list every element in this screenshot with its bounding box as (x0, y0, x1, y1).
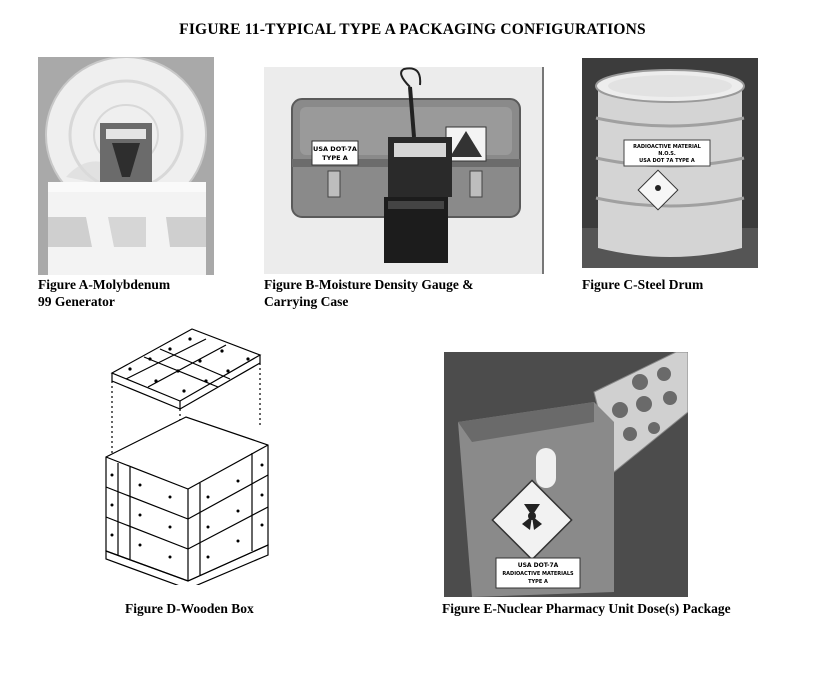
figure-a-caption: Figure A-Molybdenum 99 Generator (38, 276, 170, 310)
figure-b-case-label-line1: USA DOT-7A (313, 145, 357, 153)
figure-b-photo: USA DOT-7A TYPE A (264, 67, 544, 274)
figure-c-drum-label-line2: N.O.S. (658, 151, 676, 157)
figure-a-caption-line1: Figure A-Molybdenum (38, 277, 171, 292)
figure-b-caption-line2: Carrying Case (264, 294, 349, 309)
figure-a-photo (38, 57, 214, 275)
figure-c-caption: Figure C-Steel Drum (582, 277, 704, 292)
figure-a-caption-line2: 99 Generator (38, 294, 115, 309)
figure-e-box-label-line2: RADIOACTIVE MATERIALS (502, 571, 574, 577)
figure-c-photo: RADIOACTIVE MATERIAL N.O.S. USA DOT 7A T… (582, 58, 758, 268)
figure-b-caption-line1: Figure B-Moisture Density Gauge & (264, 277, 474, 292)
figure-b-case-label-line2: TYPE A (322, 154, 348, 162)
figure-b-caption: Figure B-Moisture Density Gauge & Carryi… (264, 276, 473, 310)
figure-e-caption: Figure E-Nuclear Pharmacy Unit Dose(s) P… (442, 601, 731, 616)
figure-e-box-label-line3: TYPE A (528, 579, 548, 585)
figure-c-drum-label-line1: RADIOACTIVE MATERIAL (633, 144, 702, 150)
figure-e-photo: USA DOT-7A RADIOACTIVE MATERIALS TYPE A (444, 352, 688, 597)
figure-e-box-label-line1: USA DOT-7A (518, 562, 559, 569)
page-title: FIGURE 11-TYPICAL TYPE A PACKAGING CONFI… (179, 21, 646, 38)
figure-d-caption: Figure D-Wooden Box (125, 601, 254, 616)
figure-c-drum-label-line3: USA DOT 7A TYPE A (639, 158, 695, 164)
figure-d-drawing (100, 325, 275, 585)
